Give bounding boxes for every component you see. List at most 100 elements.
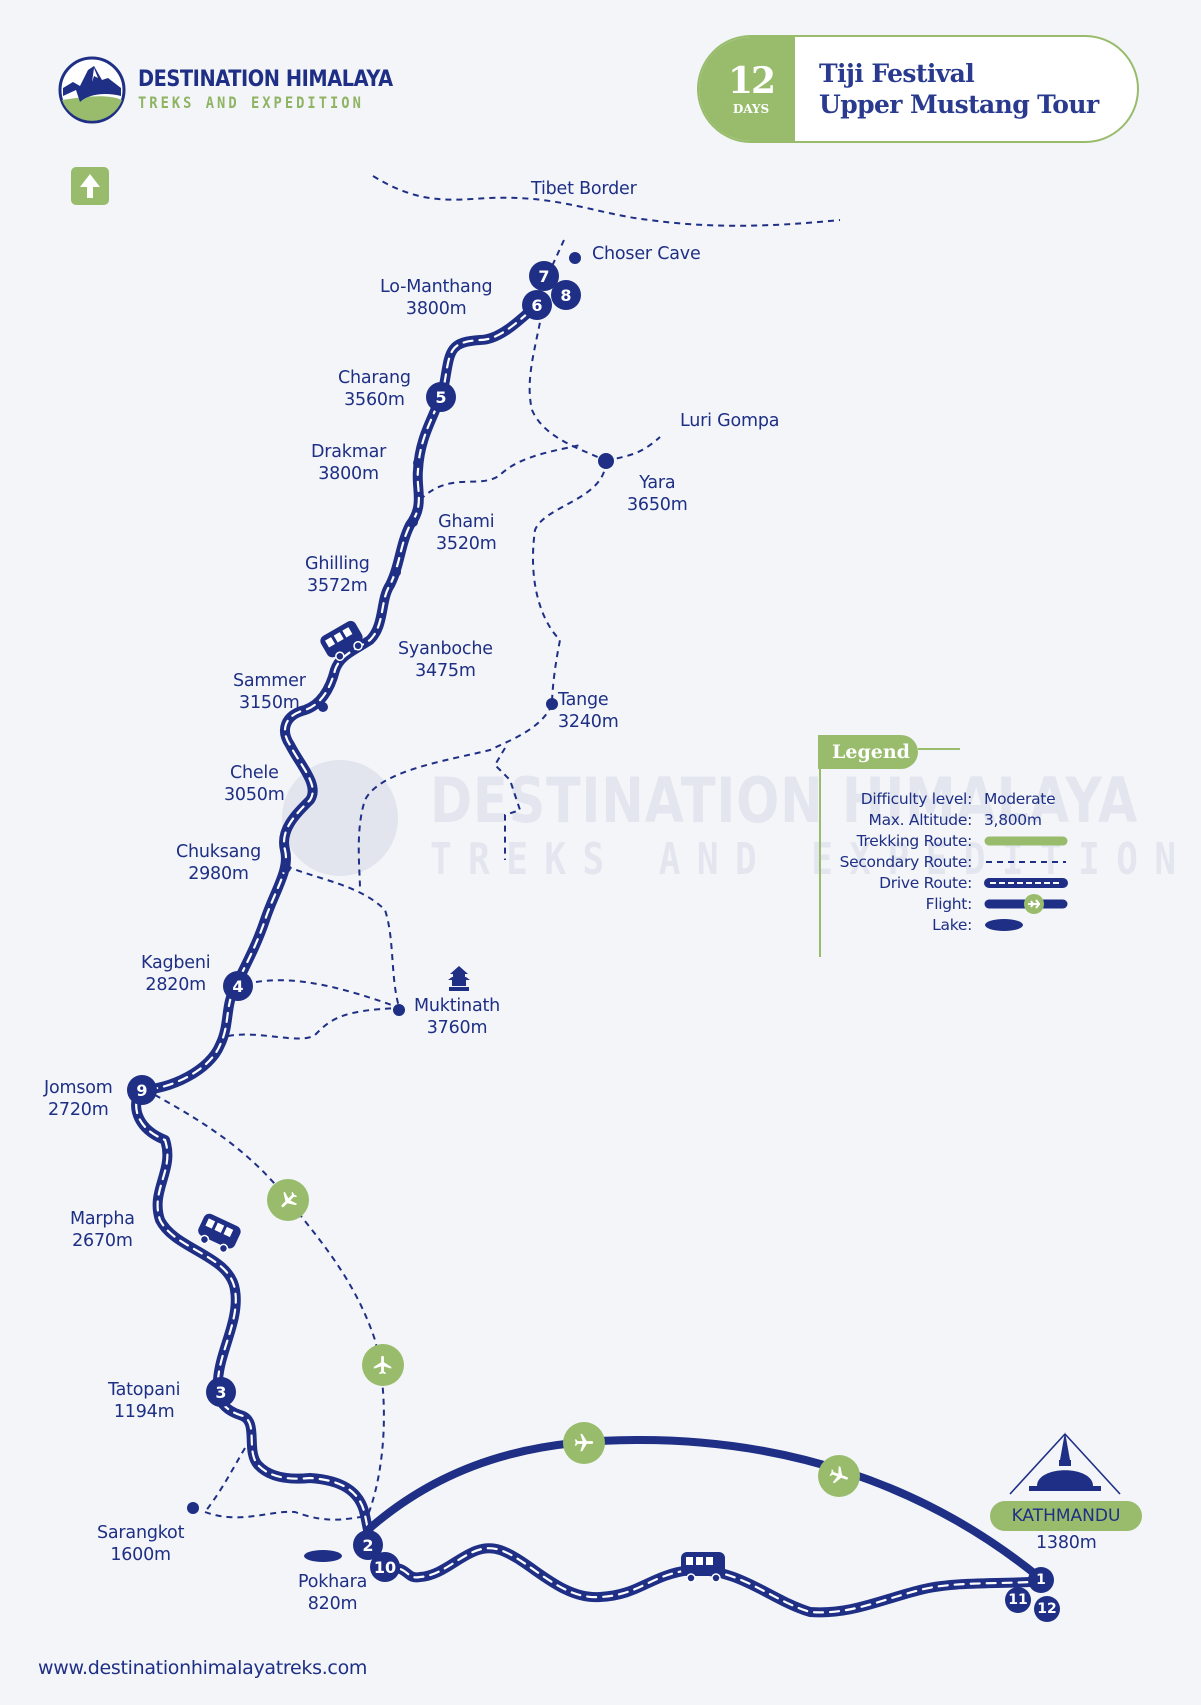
secondary-route bbox=[285, 865, 401, 1011]
duration-badge: 12 DAYS bbox=[699, 37, 795, 141]
yara-dot bbox=[598, 453, 614, 469]
drive-route-swatch bbox=[984, 877, 1068, 888]
days-label: DAYS bbox=[732, 101, 770, 116]
sammer-dot bbox=[318, 702, 328, 712]
legend-row-lake: Lake: bbox=[820, 914, 1090, 935]
legend-row-secondary-route: Secondary Route: bbox=[820, 851, 1090, 872]
day-marker-3[interactable]: 3 bbox=[206, 1377, 236, 1407]
flight-route bbox=[366, 1435, 1044, 1582]
flight-marker bbox=[267, 1179, 309, 1221]
days-number: 12 bbox=[727, 59, 776, 102]
secondary-route bbox=[532, 460, 607, 706]
legend: Difficulty level: Moderate Max. Altitude… bbox=[820, 788, 1090, 935]
bus-icon bbox=[320, 620, 363, 662]
kathmandu-altitude: 1380m bbox=[1036, 1533, 1097, 1553]
tange-dot bbox=[546, 698, 558, 710]
place-choser-cave: Choser Cave bbox=[592, 244, 701, 264]
flight-marker bbox=[563, 1422, 605, 1464]
chuksang-dot bbox=[281, 863, 291, 873]
legend-row-flight: Flight: bbox=[820, 893, 1090, 914]
day-marker-6[interactable]: 6 bbox=[522, 290, 552, 320]
day-marker-4[interactable]: 4 bbox=[223, 971, 253, 1001]
legend-row-max-altitude: Max. Altitude: 3,800m bbox=[868, 810, 1042, 829]
place-kathmandu: KATHMANDU bbox=[990, 1501, 1142, 1531]
day-marker-5[interactable]: 5 bbox=[426, 382, 456, 412]
day-marker-9[interactable]: 9 bbox=[127, 1075, 157, 1105]
north-arrow-icon bbox=[80, 174, 100, 198]
secondary-route bbox=[493, 747, 522, 860]
phewa-lake bbox=[304, 1550, 342, 1562]
legend-title: Legend bbox=[818, 735, 918, 769]
legend-divider bbox=[918, 748, 960, 750]
legend-row-trekking-route: Trekking Route: bbox=[820, 830, 1090, 851]
secondary-route bbox=[419, 444, 581, 501]
airplane-icon bbox=[829, 1466, 848, 1484]
day-marker-11[interactable]: 11 bbox=[1005, 1587, 1031, 1613]
secondary-route bbox=[357, 704, 553, 891]
ghilling-dot bbox=[391, 567, 401, 577]
day-marker-1[interactable]: 1 bbox=[1028, 1567, 1054, 1593]
website-link[interactable]: www.destinationhimalayatreks.com bbox=[38, 1657, 368, 1679]
trekking-route-swatch bbox=[984, 836, 1068, 845]
tibet-border-label: Tibet Border bbox=[531, 179, 637, 199]
secondary-route-swatch bbox=[986, 860, 1066, 863]
brand-logo[interactable]: DESTINATION HIMALAYA TREKS AND EXPEDITIO… bbox=[58, 56, 427, 124]
brand-title: DESTINATION HIMALAYA bbox=[138, 67, 393, 92]
muktinath-dot bbox=[393, 1004, 405, 1016]
stupa-icon bbox=[1009, 1432, 1121, 1495]
flight-marker bbox=[818, 1455, 860, 1497]
tour-title-badge: 12 DAYS Tiji Festival Upper Mustang Tour bbox=[697, 35, 1139, 143]
secondary-route bbox=[204, 1510, 369, 1521]
secondary-route bbox=[605, 436, 661, 462]
flight-swatch bbox=[984, 893, 1068, 914]
tour-title: Tiji Festival Upper Mustang Tour bbox=[819, 58, 1099, 119]
secondary-route bbox=[227, 1007, 401, 1040]
tibet-border-line bbox=[372, 175, 841, 227]
north-indicator bbox=[71, 167, 109, 205]
bus-icon bbox=[198, 1213, 241, 1254]
secondary-route bbox=[255, 979, 401, 1009]
lake-swatch bbox=[985, 918, 1023, 931]
place-luri-gompa: Luri Gompa bbox=[680, 411, 780, 431]
secondary-route bbox=[528, 311, 607, 462]
choser-cave-dot bbox=[569, 252, 581, 264]
bus-icon bbox=[681, 1552, 725, 1583]
day-marker-10[interactable]: 10 bbox=[370, 1552, 400, 1582]
sarangkot-dot bbox=[187, 1502, 199, 1514]
day-marker-12[interactable]: 12 bbox=[1034, 1596, 1060, 1622]
drakmar-dot bbox=[413, 458, 423, 468]
temple-icon bbox=[448, 966, 470, 991]
flight-marker bbox=[362, 1344, 404, 1386]
day-marker-8[interactable]: 8 bbox=[551, 280, 581, 310]
legend-row-difficulty: Difficulty level: Moderate bbox=[860, 789, 1056, 808]
airplane-icon bbox=[373, 1355, 392, 1375]
legend-row-drive-route: Drive Route: bbox=[820, 872, 1090, 893]
airplane-icon bbox=[574, 1433, 594, 1452]
legend-divider bbox=[819, 760, 821, 957]
drive-route bbox=[131, 297, 545, 1545]
brand-subtitle: TREKS AND EXPEDITION bbox=[138, 93, 364, 112]
ghami-dot bbox=[408, 517, 418, 527]
secondary-route bbox=[204, 1447, 246, 1513]
secondary-route bbox=[154, 1094, 385, 1516]
airplane-icon bbox=[281, 1191, 298, 1208]
